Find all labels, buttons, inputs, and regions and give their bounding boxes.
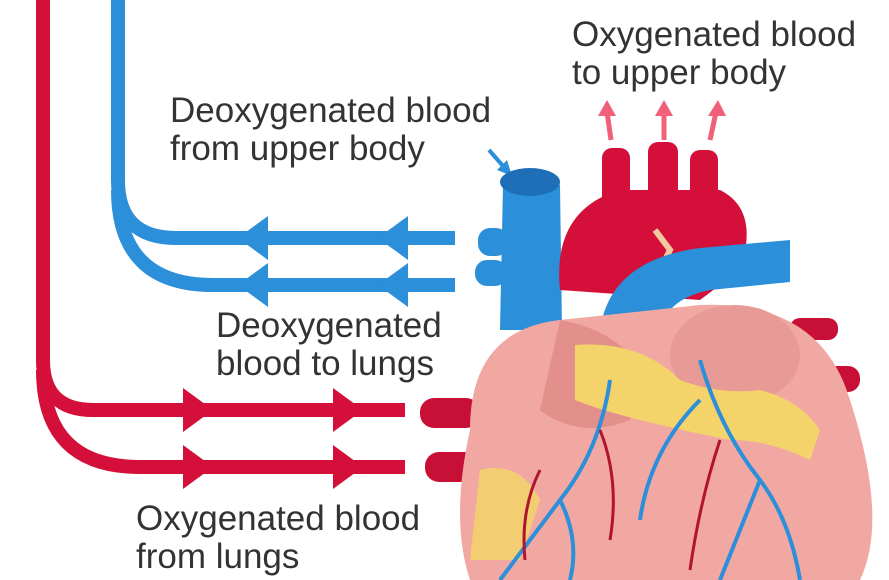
right-arrow-icon: [183, 445, 213, 489]
up-arrow-icon: [655, 100, 673, 116]
pointer-arrow-icon: [487, 148, 512, 176]
label-deoxygenated-blood-to-lungs: Deoxygenated blood to lungs: [216, 307, 442, 383]
right-arrow-icon: [333, 445, 363, 489]
left-arrow-icon: [238, 263, 268, 307]
label-line: Deoxygenated: [216, 306, 442, 345]
up-arrow-icon: [598, 100, 616, 116]
blue-vessel: [111, 0, 455, 292]
up-arrow-icon: [708, 100, 726, 116]
upward-flow-arrows: [598, 100, 726, 141]
heart-illustration: [420, 142, 873, 580]
left-arrow-icon: [238, 216, 268, 260]
label-deoxygenated-blood-from-upper-body: Deoxygenated blood from upper body: [170, 92, 491, 168]
left-arrow-icon: [378, 216, 408, 260]
label-oxygenated-blood-from-lungs: Oxygenated blood from lungs: [136, 500, 420, 576]
label-line: to upper body: [572, 53, 787, 92]
label-line: from lungs: [136, 537, 300, 576]
red-outer-vessel: [36, 0, 405, 474]
label-line: blood to lungs: [216, 344, 434, 383]
left-arrow-icon: [378, 263, 408, 307]
oxygenated-flow-arrows: [183, 388, 363, 489]
right-arrow-icon: [183, 388, 213, 432]
right-arrow-icon: [333, 388, 363, 432]
label-line: Deoxygenated blood: [170, 91, 492, 130]
label-line: Oxygenated blood: [572, 15, 857, 54]
deoxygenated-flow-arrows: [238, 216, 408, 307]
label-oxygenated-blood-to-upper-body: Oxygenated blood to upper body: [572, 16, 856, 92]
label-line: Oxygenated blood: [136, 499, 421, 538]
label-line: from upper body: [170, 129, 425, 168]
